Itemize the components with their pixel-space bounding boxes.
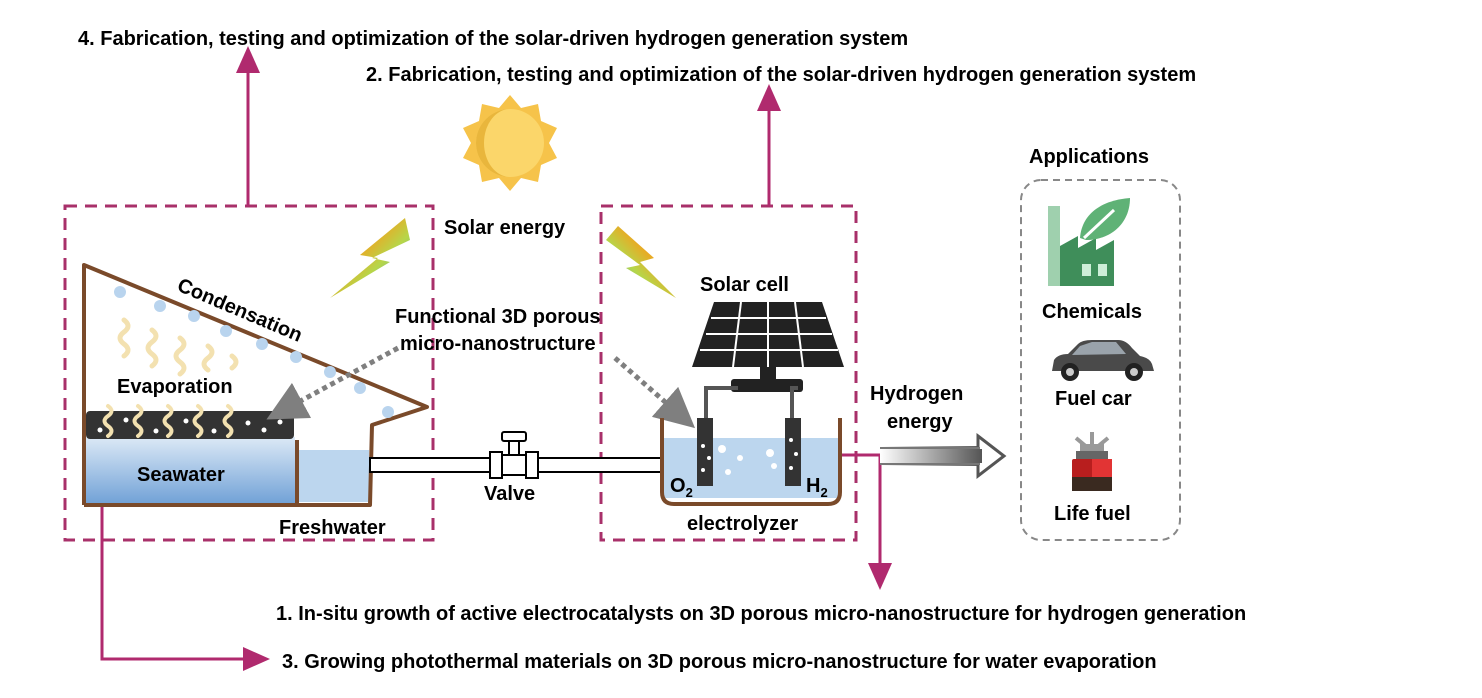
solar-cell-label: Solar cell <box>700 274 789 296</box>
valve-label: Valve <box>484 483 535 505</box>
functional-label-line2: micro-nanostructure <box>400 333 596 355</box>
step4-label: 4. Fabrication, testing and optimization… <box>78 28 908 50</box>
step1-label: 1. In-situ growth of active electrocatal… <box>276 603 1246 625</box>
electrode-bubbles <box>701 438 798 475</box>
electrolyte <box>662 438 840 498</box>
applications-title: Applications <box>1029 146 1149 168</box>
hydrogen-label-line1: Hydrogen <box>870 383 963 405</box>
freshwater-label: Freshwater <box>279 517 386 539</box>
wire-left <box>704 386 738 420</box>
lightning-icon-right <box>606 226 676 298</box>
life-fuel-label: Life fuel <box>1054 503 1131 525</box>
functional-arrow-left <box>266 345 400 420</box>
electrolyzer-label: electrolyzer <box>687 513 798 535</box>
seawater-basin <box>85 437 295 505</box>
anode-electrode <box>697 418 713 486</box>
electrolyzer-tank <box>660 418 842 506</box>
factory-leaf-icon <box>1048 198 1130 286</box>
solar-energy-label: Solar energy <box>444 217 566 239</box>
heat-squiggles <box>102 404 234 438</box>
lightning-icon-left <box>330 218 410 298</box>
freshwater-tray-water <box>297 450 369 502</box>
evaporation-label: Evaporation <box>117 376 233 398</box>
o2-label: O2 <box>670 475 693 500</box>
car-icon <box>1052 340 1154 381</box>
valve-icon <box>489 431 539 479</box>
chemicals-label: Chemicals <box>1042 301 1142 323</box>
cathode-electrode <box>785 418 801 486</box>
functional-arrow-right <box>613 356 696 429</box>
solar-panel-icon <box>692 301 844 392</box>
stove-icon <box>1072 432 1112 491</box>
step2-label: 2. Fabrication, testing and optimization… <box>366 64 1196 86</box>
h2-label: H2 <box>806 475 828 500</box>
hydrogen-label-line2: energy <box>887 411 953 433</box>
functional-label-line1: Functional 3D porous <box>395 306 601 328</box>
fuel-car-label: Fuel car <box>1055 388 1132 410</box>
electrolyzer-dashed-box <box>599 204 858 542</box>
condensation-droplets <box>114 286 394 418</box>
vapor-squiggles <box>117 317 239 377</box>
hydrogen-arrow-icon <box>880 432 1007 480</box>
step3-label: 3. Growing photothermal materials on 3D … <box>282 651 1157 673</box>
sun-icon <box>463 95 557 191</box>
layer-pores <box>97 417 283 434</box>
wire-right <box>790 386 798 420</box>
seawater-label: Seawater <box>137 464 225 486</box>
photothermal-layer <box>86 411 294 439</box>
